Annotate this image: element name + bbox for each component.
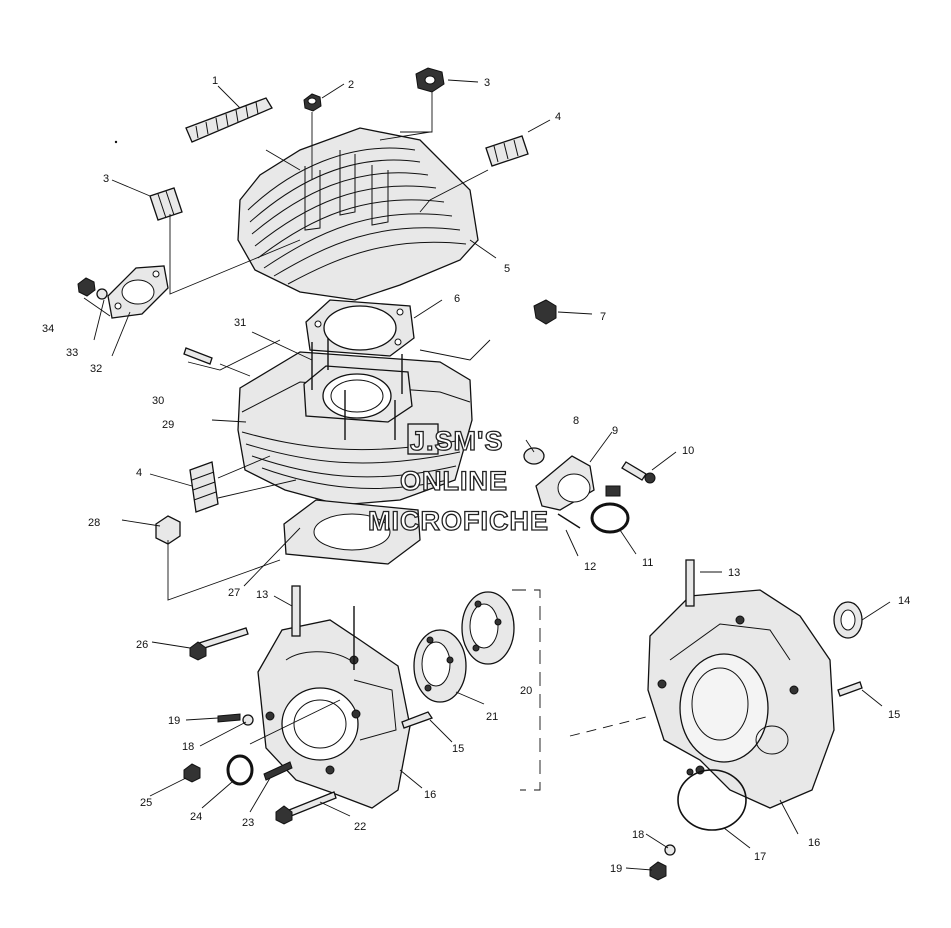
- callout-20: 20: [520, 685, 532, 697]
- callout-8: 8: [573, 415, 579, 427]
- callout-17: 17: [754, 851, 766, 863]
- callout-18: 18: [182, 741, 194, 753]
- stud-30: [183, 347, 213, 365]
- nut-part-2: [303, 93, 322, 112]
- seal-14: [833, 601, 863, 639]
- nut-part-28: [155, 515, 181, 545]
- callout-15: 15: [452, 743, 464, 755]
- clamp-11: [590, 485, 630, 534]
- callout-27: 27: [228, 587, 240, 599]
- nut-25: [183, 763, 201, 783]
- callout-28: 28: [88, 517, 100, 529]
- bearing-21: [413, 629, 467, 703]
- callout-11: 11: [642, 557, 653, 569]
- callout-labels: 1 2 3 3 4 4 5 6 7 8 9 10 11 12 13 13 14 …: [42, 75, 910, 875]
- callout-5: 5: [504, 263, 510, 275]
- exhaust-gasket-32: [107, 265, 169, 319]
- screw-23: [263, 761, 293, 781]
- callout-31: 31: [234, 317, 246, 329]
- nut-34: [77, 277, 96, 297]
- stud-13-left: [291, 585, 301, 637]
- watermark-line-2: ONLINE: [400, 466, 508, 496]
- callout-25: 25: [140, 797, 152, 809]
- fins-part-3: [149, 187, 183, 221]
- callout-21: 21: [486, 711, 498, 723]
- callout-19: 19: [168, 715, 180, 727]
- callout-29: 29: [162, 419, 174, 431]
- watermark-line-3: MICROFICHE: [368, 506, 549, 536]
- callout-4: 4: [555, 111, 561, 123]
- callout-34: 34: [42, 323, 54, 335]
- callout-22: 22: [354, 821, 366, 833]
- bolt-19-left: [217, 713, 241, 723]
- bolt-22: [275, 791, 337, 825]
- spark-plug-fins-part-1: [185, 97, 273, 143]
- intake-manifold-9: [535, 455, 595, 511]
- callout-13: 13: [728, 567, 740, 579]
- callout-7: 7: [600, 311, 606, 323]
- callout-18: 18: [632, 829, 644, 841]
- bearing-20: [461, 591, 515, 665]
- callout-15: 15: [888, 709, 900, 721]
- callout-19: 19: [610, 863, 622, 875]
- base-gasket: [283, 499, 421, 565]
- pin-15-right: [837, 681, 863, 697]
- callout-12: 12: [584, 561, 596, 573]
- fins-part-4-lower: [189, 461, 219, 513]
- callout-33: 33: [66, 347, 78, 359]
- intake-seal-8: [523, 447, 545, 465]
- callout-26: 26: [136, 639, 148, 651]
- crankcase-left: [257, 619, 411, 809]
- callout-3: 3: [484, 77, 490, 89]
- washer-18-right: [664, 844, 676, 856]
- callout-2: 2: [348, 79, 354, 91]
- nut-19-right: [649, 861, 667, 881]
- head-gasket: [305, 299, 415, 357]
- leader-lines: [83, 79, 891, 871]
- callout-1: 1: [212, 75, 218, 87]
- cylinder-head: [237, 127, 479, 301]
- stray-mark: [114, 140, 118, 144]
- callout-14: 14: [898, 595, 910, 607]
- callout-10: 10: [682, 445, 694, 457]
- seal-24: [226, 754, 254, 786]
- nut-part-top-9: [415, 67, 445, 93]
- pin-15-left: [401, 711, 434, 729]
- screw-10: [621, 461, 656, 484]
- bolt-26: [189, 627, 249, 661]
- callout-24: 24: [190, 811, 202, 823]
- callout-32: 32: [90, 363, 102, 375]
- callout-6: 6: [454, 293, 460, 305]
- watermark: J.SM'S ONLINE MICROFICHE: [367, 425, 549, 536]
- crankcase-right: [647, 589, 835, 809]
- cover-gasket-17: [677, 768, 747, 831]
- callout-4: 4: [136, 467, 142, 479]
- callout-3: 3: [103, 173, 109, 185]
- callout-16: 16: [424, 789, 436, 801]
- callout-9: 9: [612, 425, 618, 437]
- stud-13-right: [685, 559, 695, 607]
- cylinder: [237, 342, 473, 506]
- callout-16: 16: [808, 837, 820, 849]
- screw-12: [557, 513, 581, 529]
- fins-part-4-upper: [485, 135, 529, 167]
- watermark-line-1: J.SM'S: [410, 426, 503, 456]
- callout-30: 30: [152, 395, 164, 407]
- washer-33: [96, 288, 108, 300]
- nut-part-7: [533, 299, 557, 325]
- callout-13: 13: [256, 589, 268, 601]
- callout-23: 23: [242, 817, 254, 829]
- washer-18-left: [242, 714, 254, 726]
